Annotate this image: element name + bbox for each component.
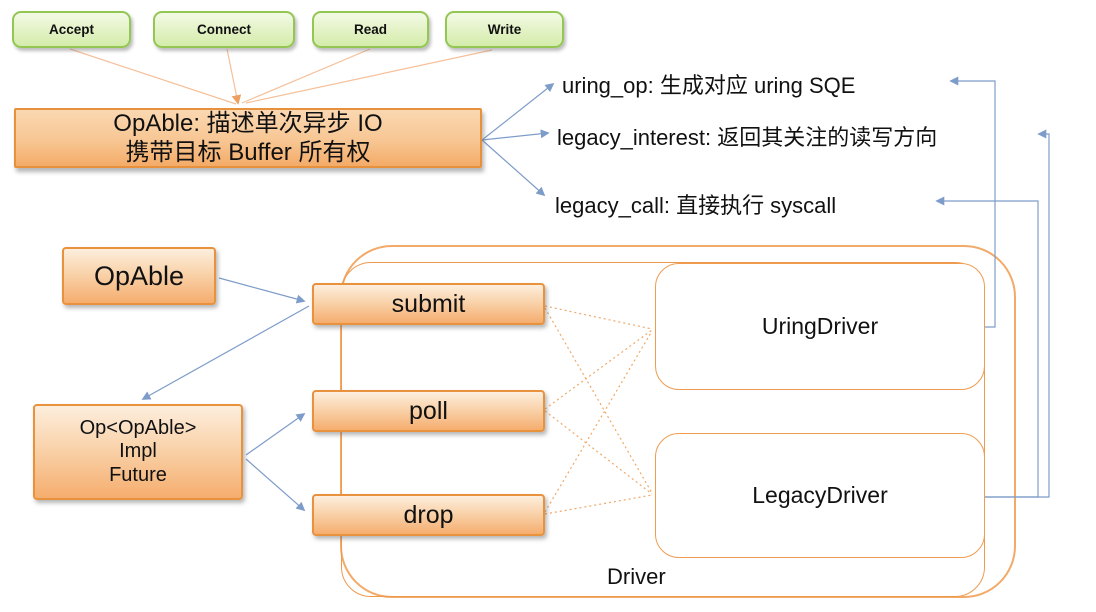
op-box-write: Write [445,11,564,48]
op-box-accept: Accept [12,11,131,48]
op-box-read-label: Read [353,22,387,37]
op-impl-line1: Op<OpAble> [79,416,197,439]
arrow-opable-to-legacy-interest [481,129,550,141]
line-write-to-opable [245,49,493,104]
op-impl-line3: Future [109,463,167,486]
opable-box: OpAble [62,247,216,305]
op-impl-box: Op<OpAble> Impl Future [33,404,243,500]
arrow-op-impl-to-poll [245,413,306,456]
arrow-submit-to-op-impl [141,305,310,400]
drop-label: drop [403,500,454,529]
op-impl-line2: Impl [119,440,157,463]
arrow-opable-box-to-submit [218,277,306,304]
uring-driver-box: UringDriver [655,263,985,390]
uring-driver-label: UringDriver [761,313,879,339]
trait-method-poll: poll [312,390,545,432]
line-connect-to-opable [226,48,242,105]
line-accept-to-opable [69,48,237,105]
trait-method-drop: drop [312,494,545,536]
method-label-legacy-interest: legacy_interest: 返回其关注的读写方向 [557,125,938,150]
op-box-connect-label: Connect [197,22,251,37]
arrow-opable-to-uring-op [481,82,555,141]
trait-method-submit: submit [312,283,545,325]
op-box-connect: Connect [153,11,295,48]
legacy-driver-label: LegacyDriver [752,482,888,508]
method-label-uring-op: uring_op: 生成对应 uring SQE [562,73,856,98]
arrow-op-impl-to-drop [245,458,306,512]
opable-description-box: OpAble: 描述单次异步 IO 携带目标 Buffer 所有权 [14,108,482,168]
arrow-opable-to-legacy-call [481,139,546,197]
method-label-legacy-call: legacy_call: 直接执行 syscall [555,193,837,218]
op-box-accept-label: Accept [48,22,94,37]
op-box-read: Read [312,11,429,48]
opable-description-line1: OpAble: 描述单次异步 IO [113,109,383,137]
legacy-driver-box: LegacyDriver [655,433,985,558]
opable-description-line2: 携带目标 Buffer 所有权 [125,139,371,166]
poll-label: poll [409,396,448,425]
opable-box-label: OpAble [93,260,185,291]
line-read-to-opable [241,48,371,104]
op-box-write-label: Write [487,22,522,37]
submit-label: submit [391,289,466,318]
driver-container-label: Driver [607,564,666,589]
